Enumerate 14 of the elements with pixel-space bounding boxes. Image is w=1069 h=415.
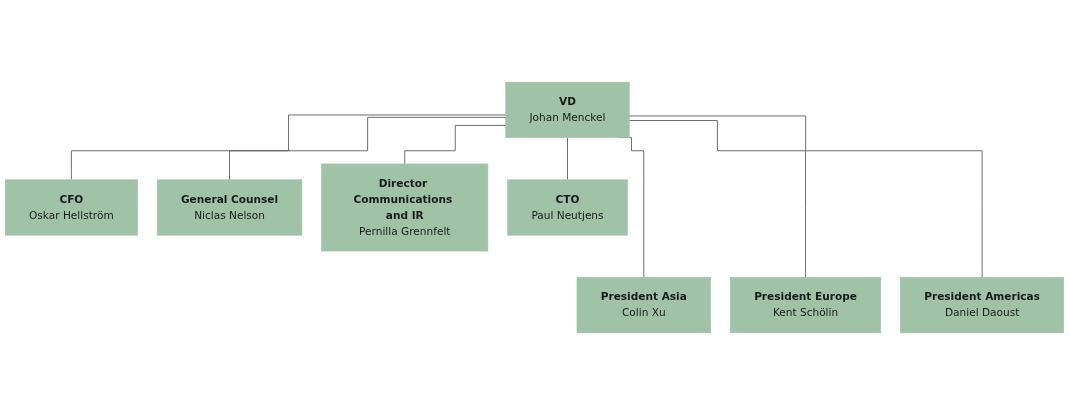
node-box (576, 277, 711, 334)
node-box (507, 179, 628, 236)
connector (70, 114, 507, 181)
node-box (156, 179, 303, 236)
node-box (730, 277, 882, 334)
connector (567, 137, 568, 181)
connector (404, 124, 507, 165)
node-box (4, 179, 138, 236)
node-box (900, 277, 1065, 334)
connector (229, 116, 507, 181)
node-box (321, 163, 489, 252)
connector (628, 115, 983, 278)
connector (628, 120, 806, 278)
node-box (505, 81, 630, 138)
